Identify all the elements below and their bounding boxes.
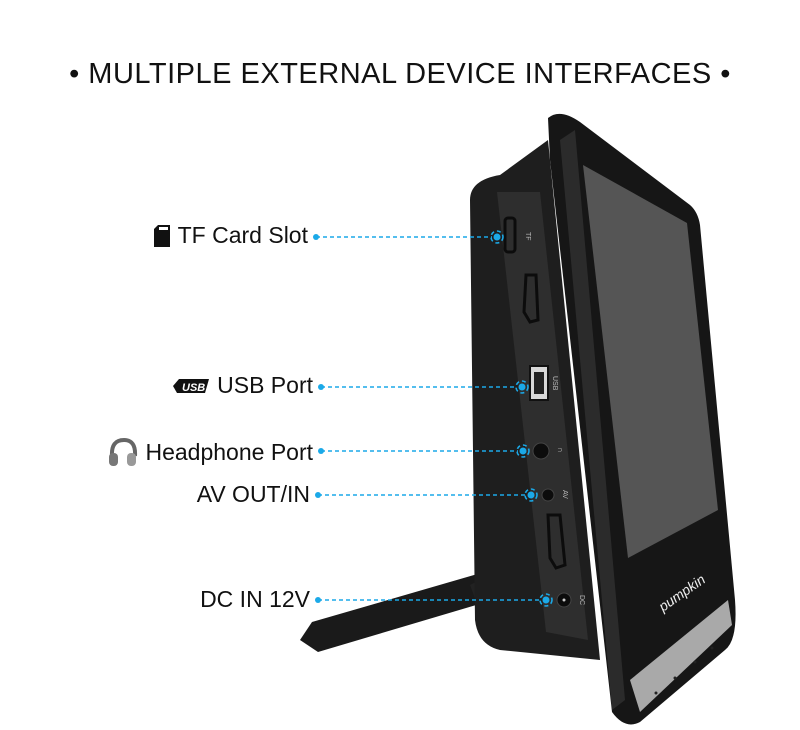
hdmi-port xyxy=(522,273,540,324)
svg-text:∩: ∩ xyxy=(556,447,565,453)
port-panel xyxy=(497,192,588,640)
button-strip xyxy=(630,600,732,712)
svg-text:DC: DC xyxy=(578,595,585,605)
callout-tf-card-slot: TF Card Slot xyxy=(152,222,308,249)
kickstand xyxy=(300,566,520,652)
svg-text:USB: USB xyxy=(182,382,205,394)
callout-usb-port: USB USB Port xyxy=(169,372,313,399)
svg-text:AV: AV xyxy=(561,490,568,499)
callout-av-out-in: AV OUT/IN xyxy=(197,481,310,508)
av-out-in-label: AV OUT/IN xyxy=(196,481,310,507)
av-jack xyxy=(541,488,555,502)
callout-dc-in: DC IN 12V xyxy=(200,586,310,613)
svg-text:TF: TF xyxy=(524,232,531,241)
page-title: • MULTIPLE EXTERNAL DEVICE INTERFACES • xyxy=(69,58,731,90)
hdmi-port-2 xyxy=(546,513,567,570)
tf-slot xyxy=(503,216,517,254)
dc-in-label: DC IN 12V xyxy=(200,586,310,612)
svg-text:USB: USB xyxy=(551,376,558,391)
headphone-port-label: Headphone Port xyxy=(145,438,313,465)
sd-card-icon xyxy=(153,224,170,247)
callout-headphone-port: Headphone Port xyxy=(107,436,313,468)
tf-card-slot-label: TF Card Slot xyxy=(177,222,308,248)
headphone-jack xyxy=(532,442,550,460)
headphone-icon xyxy=(109,437,138,466)
usb-icon: USB xyxy=(173,378,210,394)
usb-port-label: USB Port xyxy=(217,372,313,398)
screen xyxy=(583,165,718,558)
